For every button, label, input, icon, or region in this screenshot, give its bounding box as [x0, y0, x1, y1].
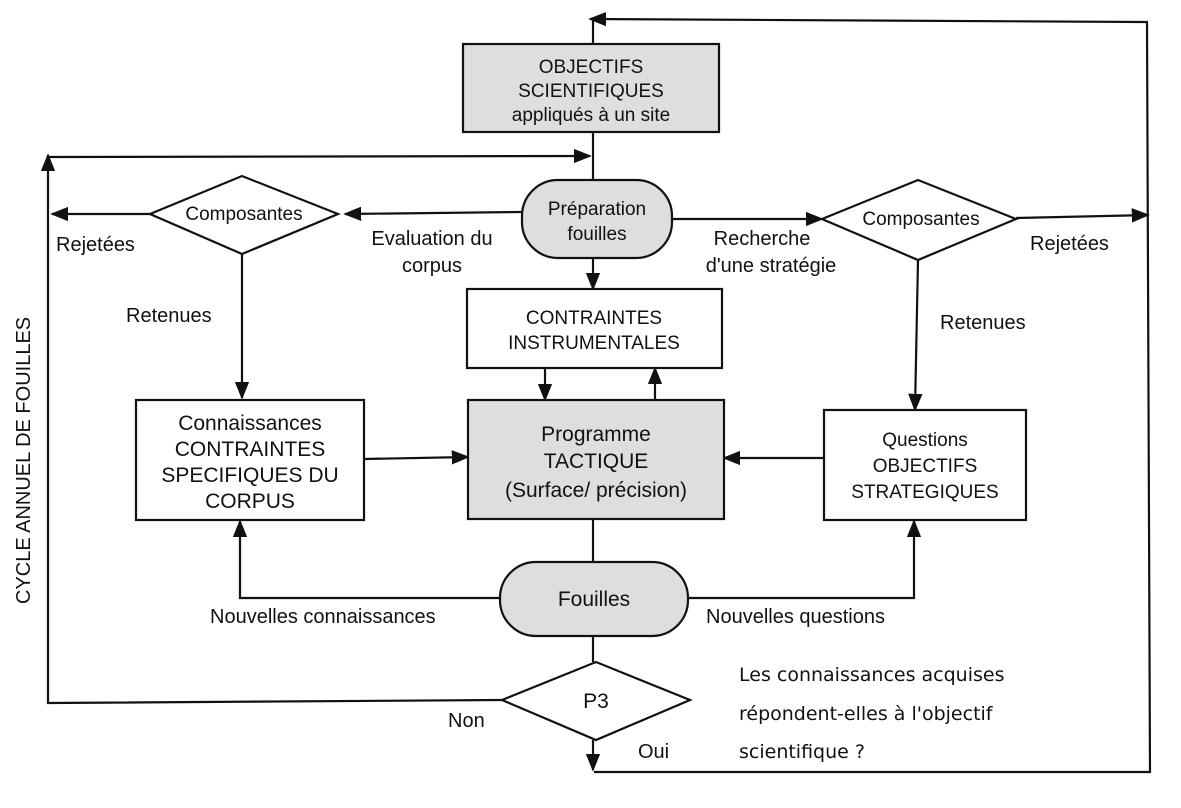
loop-left-line — [40, 153, 503, 705]
rejected-right-label: Rejetées — [1030, 233, 1109, 255]
loop-right-line — [588, 11, 1152, 774]
strategy-search-line-1: Recherche — [714, 228, 811, 250]
preparation-to-components-left — [343, 206, 523, 222]
components-right-to-rejected — [1015, 208, 1150, 223]
excavations-to-corpus — [232, 519, 500, 600]
corpus-to-program — [363, 450, 470, 465]
program-line-3: (Surface/ précision) — [505, 479, 687, 502]
decision-label: P3 — [583, 690, 609, 713]
corpus-line-2: CONTRAINTES — [175, 438, 326, 461]
node-excavations: Fouilles — [498, 560, 690, 638]
question-note-line-2: répondent-elles à l'objectif — [739, 703, 994, 725]
program-line-1: Programme — [541, 423, 651, 446]
node-program: Programme TACTIQUE (Surface/ précision) — [466, 398, 726, 521]
corpus-evaluation-line-2: corpus — [402, 255, 462, 277]
instrumental-line-1: CONTRAINTES — [526, 308, 662, 329]
rejected-left-label: Rejetées — [56, 234, 135, 256]
objectives-line-3: appliqués à un site — [512, 105, 670, 126]
question-note: Les connaissances acquises répondent-ell… — [739, 664, 1004, 763]
loop-left-top — [47, 148, 592, 164]
components-left-label: Composantes — [185, 204, 302, 225]
corpus-line-1: Connaissances — [178, 412, 322, 435]
yes-label: Oui — [638, 741, 669, 763]
objectives-line-1: OBJECTIFS — [539, 57, 644, 78]
node-corpus: Connaissances CONTRAINTES SPECIFIQUES DU… — [134, 398, 366, 522]
node-objectives: OBJECTIFS SCIENTIFIQUES appliqués à un s… — [461, 42, 721, 134]
components-right-to-questions — [908, 259, 923, 412]
corpus-line-4: CORPUS — [205, 490, 295, 513]
new-questions-label: Nouvelles questions — [706, 606, 885, 628]
new-knowledge-label: Nouvelles connaissances — [210, 606, 436, 628]
questions-line-1: Questions — [882, 430, 968, 451]
question-note-line-3: scientifique ? — [739, 741, 865, 763]
node-components-left: Composantes — [147, 174, 341, 256]
excavations-label: Fouilles — [558, 588, 630, 611]
question-note-line-1: Les connaissances acquises — [739, 664, 1004, 686]
program-line-2: TACTIQUE — [544, 450, 649, 473]
retained-right-label: Retenues — [940, 312, 1026, 334]
components-right-label: Composantes — [862, 209, 979, 230]
questions-line-2: OBJECTIFS — [873, 456, 978, 477]
instrumental-line-2: INSTRUMENTALES — [508, 333, 680, 354]
questions-line-3: STRATEGIQUES — [851, 482, 998, 503]
excavations-to-questions — [688, 519, 922, 600]
annual-cycle-label: CYCLE ANNUEL DE FOUILLES — [13, 317, 35, 604]
connectors — [40, 11, 1152, 774]
node-decision: P3 — [499, 660, 693, 742]
corpus-line-3: SPECIFIQUES DU — [161, 464, 338, 487]
node-instrumental: CONTRAINTES INSTRUMENTALES — [465, 287, 724, 370]
strategy-search-line-2: d'une stratégie — [706, 255, 837, 277]
node-preparation: Préparation fouilles — [520, 178, 674, 260]
preparation-line-1: Préparation — [548, 199, 646, 220]
retained-left-label: Retenues — [126, 305, 212, 327]
node-components-right: Composantes — [819, 178, 1019, 262]
no-label: Non — [448, 710, 485, 732]
node-questions: Questions OBJECTIFS STRATEGIQUES — [822, 408, 1028, 522]
edge-labels: Rejetées Rejetées Retenues Retenues Eval… — [56, 228, 1109, 763]
preparation-line-2: fouilles — [567, 224, 626, 245]
objectives-line-2: SCIENTIFIQUES — [518, 81, 664, 102]
corpus-evaluation-line-1: Evaluation du — [371, 228, 492, 250]
